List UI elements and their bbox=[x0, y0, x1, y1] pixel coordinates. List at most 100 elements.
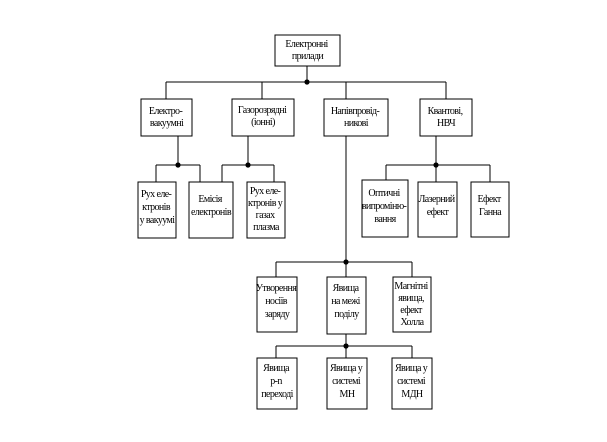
node-carrier-generation: Утворення носіїв заряду bbox=[256, 276, 298, 333]
node-vacuum: Електро- вакуумні bbox=[140, 98, 193, 137]
junction-dots bbox=[175, 79, 439, 349]
label-line: ефект bbox=[400, 305, 423, 316]
node-label-electron-emission: Емісія електронів bbox=[191, 194, 232, 218]
node-mn-system: Явища у системі МН bbox=[326, 357, 368, 410]
label-line: переході bbox=[261, 389, 293, 400]
node-electron-motion-gas: Рух еле- ктронів у газах плазма bbox=[246, 181, 286, 239]
node-box-electron-motion-vacuum bbox=[137, 181, 177, 239]
node-semiconductor: Напівпровід- никові bbox=[323, 98, 389, 137]
label-line: Оптичні bbox=[368, 188, 400, 199]
label-line: Лазерний bbox=[419, 194, 456, 205]
label-line: прилади bbox=[292, 51, 325, 62]
node-boundary-phenomena: Явища на межі поділу bbox=[326, 276, 367, 335]
junction-dot-vacuum bbox=[175, 162, 181, 168]
node-box-mn-system bbox=[326, 357, 368, 410]
label-line: у вакуумі bbox=[140, 215, 176, 226]
junction-dot-boundary bbox=[343, 343, 349, 349]
node-label-optical-radiation: Оптичні випроміню- вання bbox=[362, 188, 408, 225]
node-box-vacuum bbox=[140, 98, 193, 137]
node-magnetic-phenomena: Магнітні явища, ефект Холла bbox=[392, 276, 432, 333]
node-root: Електронні прилади bbox=[274, 34, 341, 67]
node-box-semiconductor bbox=[323, 98, 389, 137]
label-line: Емісія bbox=[198, 194, 222, 205]
node-mdn-system: Явища у системі МДН bbox=[391, 357, 433, 410]
node-box-carrier-generation bbox=[256, 276, 298, 333]
label-line: вання bbox=[374, 214, 396, 225]
label-line: Електронні bbox=[285, 39, 328, 50]
node-label-vacuum: Електро- вакуумні bbox=[149, 106, 184, 129]
label-line: газах bbox=[256, 210, 276, 221]
node-label-gas-discharge: Газорозрядні (іонні) bbox=[238, 105, 288, 128]
label-line: Утворення bbox=[256, 283, 297, 294]
label-line: Газорозрядні bbox=[238, 105, 287, 116]
connectors bbox=[155, 66, 491, 358]
node-label-quantum: Квантові, НВЧ bbox=[428, 106, 465, 129]
label-line: Явища у bbox=[330, 363, 363, 374]
label-line: ефект bbox=[427, 207, 450, 218]
node-box-quantum bbox=[419, 98, 473, 137]
junction-dot-semi bbox=[343, 259, 349, 265]
node-label-magnetic-phenomena: Магнітні явища, ефект Холла bbox=[394, 281, 429, 328]
label-line: Магнітні bbox=[394, 281, 428, 292]
node-label-semiconductor: Напівпровід- никові bbox=[331, 106, 381, 129]
label-line: никові bbox=[344, 118, 369, 129]
label-line: Напівпровід- bbox=[331, 106, 380, 117]
label-line: Явища bbox=[333, 283, 360, 294]
node-box-electron-emission bbox=[188, 181, 234, 239]
label-line: поділу bbox=[334, 309, 359, 320]
node-label-root: Електронні прилади bbox=[285, 39, 329, 62]
node-box-magnetic-phenomena bbox=[392, 276, 432, 333]
node-box-pn-junction bbox=[256, 357, 298, 410]
node-label-boundary-phenomena: Явища на межі поділу bbox=[331, 283, 361, 320]
node-electron-emission: Емісія електронів bbox=[188, 181, 234, 239]
label-line: ктронів bbox=[142, 202, 171, 213]
node-electron-motion-vacuum: Рух еле- ктронів у вакуумі bbox=[137, 181, 177, 239]
label-line: НВЧ bbox=[437, 118, 456, 129]
node-label-pn-junction: Явища p-n переході bbox=[261, 363, 293, 400]
node-label-carrier-generation: Утворення носіїв заряду bbox=[256, 283, 298, 320]
node-box-electron-motion-gas bbox=[246, 181, 286, 239]
node-label-mn-system: Явища у системі МН bbox=[330, 363, 364, 400]
node-box-gunn-effect bbox=[470, 181, 510, 238]
label-line: явища, bbox=[398, 293, 424, 304]
label-line: МДН bbox=[401, 389, 423, 400]
label-line: Рух еле- bbox=[250, 186, 281, 197]
node-box-gas-discharge bbox=[231, 98, 295, 137]
label-line: Рух еле- bbox=[141, 189, 172, 200]
label-line: Холла bbox=[401, 317, 425, 328]
node-label-electron-motion-gas: Рух еле- ктронів у газах плазма bbox=[248, 186, 284, 233]
node-label-gunn-effect: Ефект Ганна bbox=[477, 194, 502, 218]
label-line: Явища у bbox=[395, 363, 428, 374]
junction-dot-quantum bbox=[433, 162, 439, 168]
node-gas-discharge: Газорозрядні (іонні) bbox=[231, 98, 295, 137]
label-line: вакуумні bbox=[150, 118, 184, 129]
node-pn-junction: Явища p-n переході bbox=[256, 357, 298, 410]
node-quantum: Квантові, НВЧ bbox=[419, 98, 473, 137]
label-line: на межі bbox=[331, 296, 360, 307]
label-line: системі bbox=[332, 376, 361, 387]
label-line: Явища bbox=[263, 363, 290, 374]
label-line: Ефект bbox=[477, 194, 501, 205]
node-box-optical-radiation bbox=[361, 179, 409, 238]
label-line: Електро- bbox=[149, 106, 183, 117]
junction-dot-root bbox=[304, 79, 310, 85]
node-box-boundary-phenomena bbox=[326, 276, 367, 335]
label-line: ктронів у bbox=[248, 198, 283, 209]
node-box-mdn-system bbox=[391, 357, 433, 410]
node-box-root bbox=[274, 34, 341, 67]
node-box-laser-effect bbox=[417, 181, 458, 238]
node-label-laser-effect: Лазерний ефект bbox=[419, 194, 457, 218]
label-line: Ганна bbox=[479, 207, 502, 218]
node-laser-effect: Лазерний ефект bbox=[417, 181, 458, 238]
label-line: заряду bbox=[265, 309, 290, 320]
label-line: плазма bbox=[253, 222, 280, 233]
label-line: Квантові, bbox=[428, 106, 463, 117]
node-label-electron-motion-vacuum: Рух еле- ктронів у вакуумі bbox=[140, 189, 176, 226]
node-gunn-effect: Ефект Ганна bbox=[470, 181, 510, 238]
label-line: системі bbox=[397, 376, 426, 387]
label-line: носіїв bbox=[265, 296, 288, 307]
junction-dot-gas bbox=[245, 162, 251, 168]
node-optical-radiation: Оптичні випроміню- вання bbox=[361, 179, 409, 238]
node-label-mdn-system: Явища у системі МДН bbox=[395, 363, 429, 400]
